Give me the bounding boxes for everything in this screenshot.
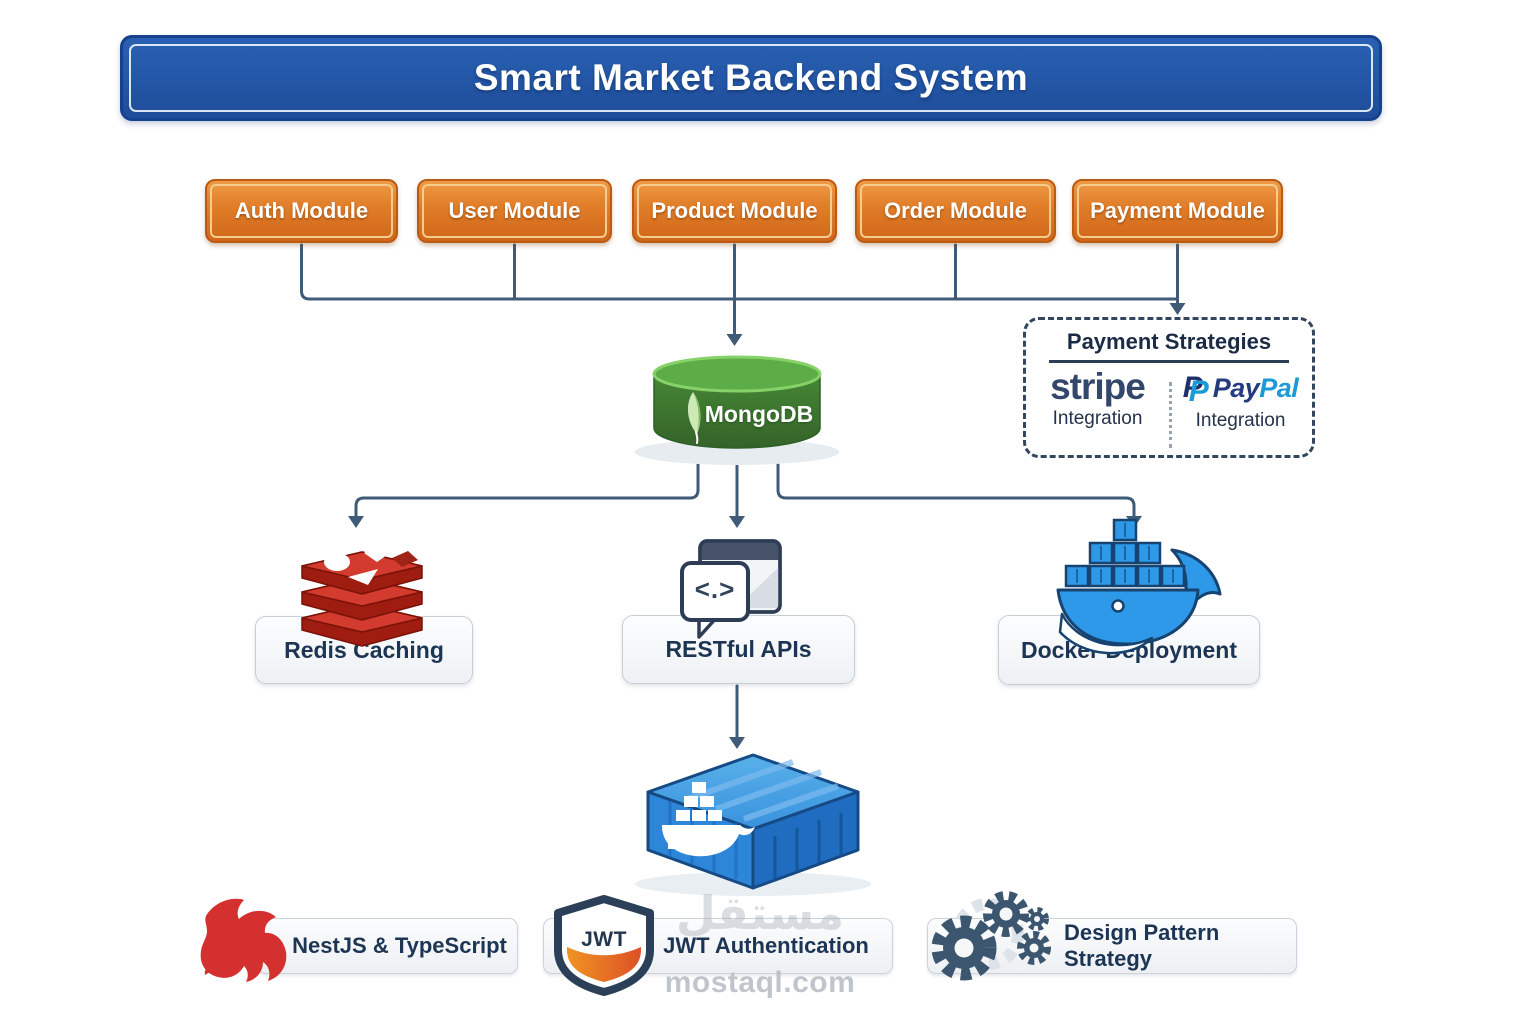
stripe-caption: Integration (1052, 407, 1143, 429)
paypal-monogram-icon: P P (1182, 370, 1209, 408)
title-banner: Smart Market Backend System (120, 35, 1382, 121)
mongodb-leaf-icon (687, 392, 701, 444)
docker-container-icon (635, 753, 871, 896)
design-pattern-label: Design Pattern Strategy (1064, 920, 1220, 971)
mongodb-cylinder-icon (635, 355, 839, 465)
restful-apis-pill: RESTful APIs (622, 615, 855, 684)
watermark-domain: mostaql.com (664, 966, 856, 999)
mongodb-label: MongoDB (704, 401, 814, 427)
docker-whale-icon (1056, 518, 1222, 655)
jwt-authentication-label: JWT Authentication (663, 933, 869, 958)
jwt-shield-icon (554, 895, 654, 996)
container-whale-logo (662, 782, 755, 857)
stripe-wordmark: stripe (1050, 365, 1146, 407)
payment-strategies-box: Payment Strategies stripe Integration P … (1023, 317, 1315, 458)
title-underline (1049, 360, 1289, 363)
paypal-caption: Integration (1195, 409, 1286, 431)
paypal-column: P P PayPal Integration (1169, 369, 1312, 432)
api-browser-icon (680, 539, 782, 639)
vertical-divider (1169, 382, 1172, 448)
nestjs-typescript-label: NestJS & TypeScript (292, 933, 507, 958)
jwt-badge-text: JWT (581, 928, 627, 951)
paypal-wordmark: PayPal (1212, 373, 1299, 403)
stripe-column: stripe Integration (1026, 365, 1169, 432)
connector-lines (300, 243, 1179, 739)
nestjs-typescript-pill: NestJS & TypeScript (257, 918, 518, 974)
module-payment: Payment Module (1072, 179, 1283, 243)
gears-icon (931, 891, 1051, 981)
module-user-label: User Module (448, 198, 581, 223)
module-order: Order Module (855, 179, 1056, 243)
code-bubble-icon (680, 561, 750, 639)
module-auth: Auth Module (205, 179, 398, 243)
page-title: Smart Market Backend System (473, 57, 1029, 98)
watermark-arabic: مستقل (675, 887, 845, 939)
payment-strategies-title: Payment Strategies (1066, 329, 1272, 354)
module-auth-label: Auth Module (234, 198, 369, 223)
module-product-label: Product Module (651, 198, 818, 223)
module-product: Product Module (632, 179, 837, 243)
module-payment-label: Payment Module (1090, 198, 1265, 223)
code-glyph-text: <.> (694, 574, 736, 604)
nestjs-icon (200, 898, 287, 982)
module-user: User Module (417, 179, 612, 243)
module-order-label: Order Module (883, 198, 1027, 223)
redis-stack-icon (301, 544, 423, 647)
restful-apis-label: RESTful APIs (665, 636, 812, 662)
